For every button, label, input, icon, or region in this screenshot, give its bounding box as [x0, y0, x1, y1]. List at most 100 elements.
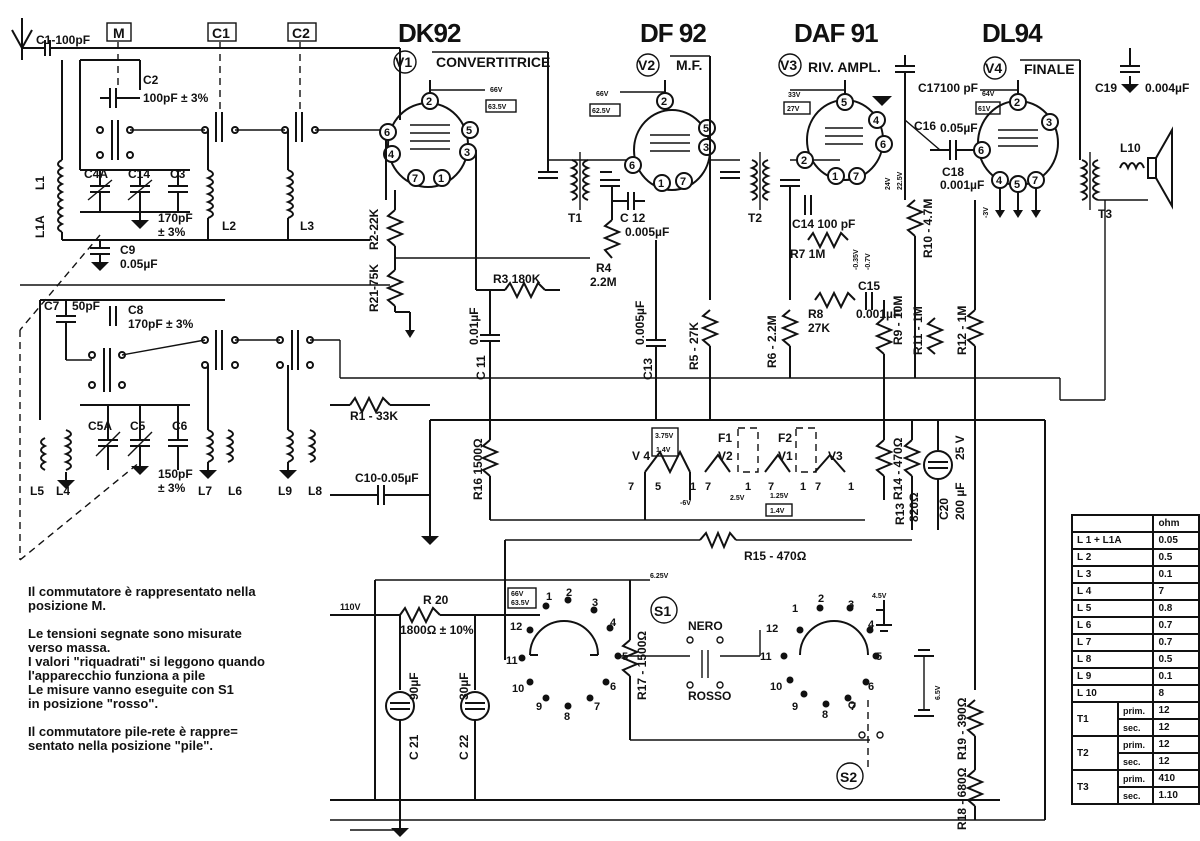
label-r9: R9 - 10M: [891, 296, 905, 345]
neg-voltage-label: -6V: [680, 500, 691, 507]
label-c5: C5: [130, 419, 146, 433]
coil-l10: [1119, 162, 1145, 171]
fil-voltage-b-top: 1.25V: [770, 493, 789, 500]
coil-l8: [307, 429, 316, 463]
label-c22: C 22: [457, 734, 471, 760]
band-box-c1: [207, 22, 237, 42]
label-r10: R10 - 4.7M: [921, 199, 935, 258]
label-l9: L9: [278, 484, 292, 498]
svg-text:2: 2: [661, 96, 667, 108]
svg-text:7: 7: [680, 176, 686, 188]
band-label-c2: C2: [292, 25, 310, 41]
coil-l6: [225, 429, 234, 463]
table-cell-value: 12: [1152, 752, 1200, 771]
capacitor-c18: [949, 140, 957, 160]
resistor-r3: [504, 280, 546, 300]
table-row: T2 prim. 12: [1071, 735, 1200, 771]
label-c6-tolerance: ± 3%: [158, 481, 186, 495]
label-r16: R16 1500Ω: [471, 438, 485, 500]
table-cell-transformer: T3: [1071, 769, 1119, 805]
label-c2-value: 100pF ± 3%: [143, 91, 209, 105]
v2-anode-voltage-top: 66V: [596, 91, 609, 98]
sw-left-pos-1: 1: [546, 591, 552, 603]
table-cell-value: 410: [1152, 769, 1200, 788]
resistor-r17: [620, 639, 640, 677]
note-2: Le tensioni segnate sono misurate verso …: [28, 627, 318, 711]
svg-text:1: 1: [800, 481, 806, 493]
table-cell-name: L 1 + L1A: [1070, 531, 1155, 550]
v3-anode-voltage-top: 33V: [788, 92, 801, 99]
sw-right-pos-5: 5: [876, 651, 882, 663]
label-s1: S1: [654, 603, 671, 619]
coil-l9: [285, 429, 294, 463]
v3-grid-voltage: -0.7V: [865, 253, 872, 270]
svg-text:7: 7: [815, 481, 821, 493]
svg-text:5: 5: [655, 481, 661, 493]
svg-text:7: 7: [628, 481, 634, 493]
label-r17: R17 - 1500Ω: [635, 631, 649, 700]
tube-v2-badge: [636, 53, 660, 77]
capacitor-c6: [168, 405, 188, 470]
band-label-m: M: [113, 25, 125, 41]
note-3-line-2: sentato nella posizione "pile".: [28, 738, 213, 753]
note-1-line-1: Il commutatore è rappresentato nella: [28, 584, 256, 599]
resistor-r14: [874, 439, 894, 477]
wafer-switch-left: [518, 596, 622, 710]
label-v3-fil: V3: [828, 449, 843, 463]
tube-v2-id: V2: [638, 57, 655, 73]
svg-text:4: 4: [996, 175, 1003, 187]
svg-text:5: 5: [841, 97, 847, 109]
sw-left-pos-8: 8: [564, 711, 570, 723]
note-2-line-2: verso massa.: [28, 640, 111, 655]
resistor-r11: [925, 317, 945, 355]
switch-s2-badge: [836, 762, 864, 790]
sw-left-pos-2: 2: [566, 587, 572, 599]
label-6-25v: 6.25V: [650, 573, 669, 580]
sw-voltage: 63.5V: [511, 600, 530, 607]
capacitor-c2: [109, 88, 117, 108]
svg-text:7: 7: [768, 481, 774, 493]
label-l1a: L1A: [33, 215, 47, 238]
sw-right-pos-10: 10: [770, 681, 782, 693]
svg-text:3: 3: [464, 147, 470, 159]
label-c15: C15: [858, 279, 880, 293]
svg-text:1: 1: [848, 481, 854, 493]
label-r11: R11 - 1M: [911, 306, 925, 355]
note-2-line-6: in posizione "rosso".: [28, 696, 159, 711]
resistor-r21: [385, 269, 405, 307]
sw-right-pos-4: 4: [868, 619, 875, 631]
label-c17-value: 100 pF: [940, 81, 978, 95]
v2-anode-voltage: 62.5V: [592, 108, 611, 115]
tube-v1-function: CONVERTITRICE: [436, 54, 550, 70]
table-cell-sec-label: sec.: [1116, 752, 1155, 771]
label-c6: C6: [172, 419, 188, 433]
tube-v4-envelope: 2 3 6 4 5 7: [973, 93, 1059, 193]
switch-s1[interactable]: [686, 636, 724, 689]
table-cell-value: 12: [1152, 701, 1200, 720]
table-cell-transformer: T1: [1071, 701, 1119, 737]
label-v2-fil: V2: [718, 449, 733, 463]
switch-s2[interactable]: [848, 700, 884, 770]
table-cell-name: L 5: [1070, 599, 1155, 618]
label-r12: R12 - 1M: [955, 306, 969, 355]
svg-text:6: 6: [978, 145, 984, 157]
label-c9-value: 0.05µF: [120, 257, 158, 271]
table-row: sec. 12: [1072, 718, 1200, 737]
label-c21-value: 90µF: [407, 672, 421, 700]
note-3: Il commutatore pile-rete è rappre= senta…: [28, 725, 318, 753]
label-c7-value: 50pF: [72, 299, 100, 313]
table-cell-value: 12: [1152, 735, 1200, 754]
capacitor-t1-primary: [538, 171, 558, 179]
capacitor-c5a: [95, 405, 121, 470]
label-c7: C7: [44, 299, 60, 313]
v3-screen-voltage-top: 24V: [885, 177, 892, 190]
label-r15: R15 - 470Ω: [744, 549, 807, 563]
label-s2: S2: [840, 769, 857, 785]
tube-v3-envelope: 5 4 6 2 1 7: [796, 93, 893, 185]
battery-1: [876, 600, 892, 632]
resistor-r18: [965, 769, 985, 807]
label-l3: L3: [300, 219, 314, 233]
